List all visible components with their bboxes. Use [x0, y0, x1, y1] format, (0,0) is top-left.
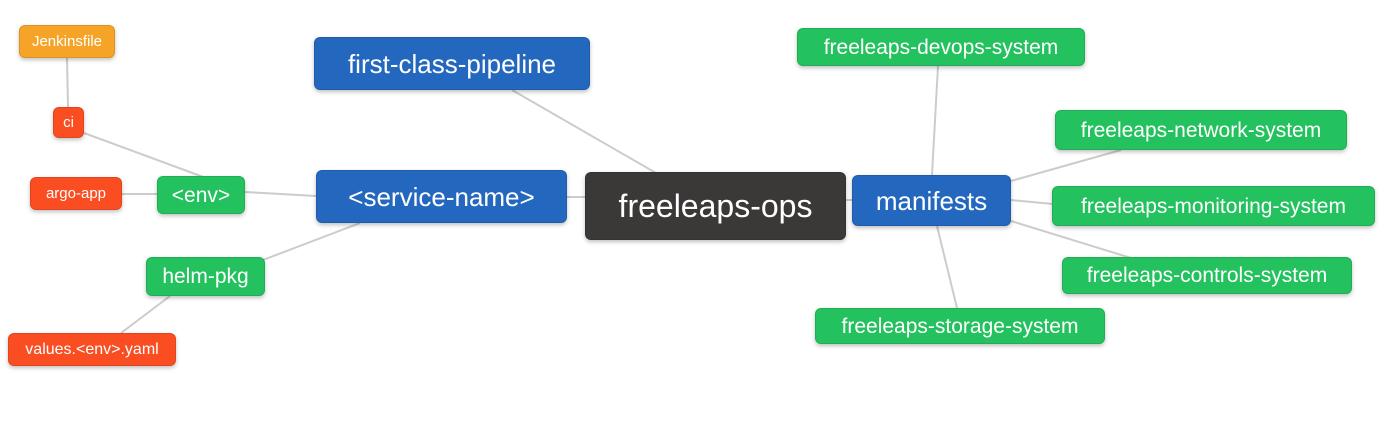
- mindmap-node-manifests[interactable]: manifests: [852, 175, 1011, 226]
- node-label: freeleaps-devops-system: [823, 35, 1059, 59]
- node-label: helm-pkg: [162, 265, 249, 288]
- edge-first-class-pipeline-to-freeleaps-ops: [511, 89, 657, 174]
- mindmap-node-network-system[interactable]: freeleaps-network-system: [1055, 110, 1347, 150]
- mindmap-node-env[interactable]: <env>: [157, 176, 245, 214]
- node-label: freeleaps-ops: [618, 188, 813, 224]
- mindmap-node-ci[interactable]: ci: [53, 107, 84, 138]
- edge-helm-pkg-to-values-env-yaml: [120, 295, 171, 334]
- edge-manifests-to-monitoring-system: [1010, 199, 1054, 205]
- mindmap-node-values-env-yaml[interactable]: values.<env>.yaml: [8, 333, 176, 366]
- mindmap-node-jenkinsfile[interactable]: Jenkinsfile: [19, 25, 115, 58]
- edge-manifests-to-devops-system: [931, 65, 939, 176]
- node-label: <service-name>: [348, 181, 535, 212]
- edge-env-to-service-name: [244, 191, 317, 197]
- node-label: freeleaps-controls-system: [1086, 264, 1328, 287]
- mindmap-node-monitoring-system[interactable]: freeleaps-monitoring-system: [1052, 186, 1375, 226]
- node-label: manifests: [875, 185, 988, 216]
- node-label: ci: [63, 114, 74, 131]
- mindmap-node-argo-app[interactable]: argo-app: [30, 177, 122, 210]
- mindmap-node-devops-system[interactable]: freeleaps-devops-system: [797, 28, 1085, 66]
- node-label: <env>: [171, 183, 231, 207]
- mindmap-node-storage-system[interactable]: freeleaps-storage-system: [815, 308, 1105, 344]
- edge-manifests-to-controls-system: [1010, 220, 1132, 259]
- node-label: first-class-pipeline: [347, 48, 557, 79]
- mindmap-node-helm-pkg[interactable]: helm-pkg: [146, 257, 265, 296]
- mindmap-node-freeleaps-ops[interactable]: freeleaps-ops: [585, 172, 846, 240]
- node-label: freeleaps-storage-system: [841, 314, 1079, 338]
- node-label: freeleaps-network-system: [1080, 118, 1322, 142]
- mindmap-node-controls-system[interactable]: freeleaps-controls-system: [1062, 257, 1352, 294]
- node-label: argo-app: [45, 185, 107, 202]
- node-label: values.<env>.yaml: [25, 340, 159, 358]
- edge-manifests-to-network-system: [1010, 149, 1122, 182]
- mindmap-node-service-name[interactable]: <service-name>: [316, 170, 567, 223]
- edge-manifests-to-storage-system: [936, 225, 958, 309]
- edge-service-name-to-helm-pkg: [262, 222, 361, 261]
- edge-jenkinsfile-to-ci: [66, 57, 69, 108]
- edge-ci-to-env: [83, 132, 207, 179]
- mindmap-node-first-class-pipeline[interactable]: first-class-pipeline: [314, 37, 590, 90]
- node-label: freeleaps-monitoring-system: [1081, 194, 1346, 218]
- node-label: Jenkinsfile: [31, 33, 103, 50]
